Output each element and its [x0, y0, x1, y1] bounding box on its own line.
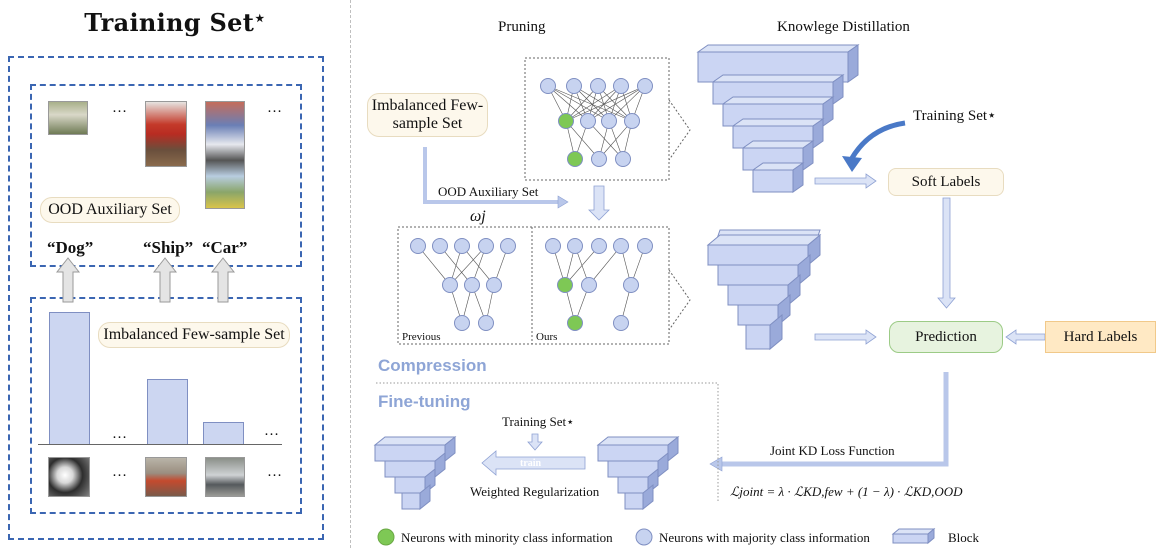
imbalanced-label-right: Imbalanced Few-sample Set — [367, 93, 488, 137]
arrow-hard-to-prediction — [1005, 329, 1046, 345]
panel-divider — [350, 0, 351, 548]
legend-majority-icon — [635, 528, 653, 546]
previous-label: Previous — [402, 331, 441, 343]
joint-kd-label: Joint KD Loss Function — [770, 443, 895, 458]
training-set-title: Training Set⋆ — [0, 8, 350, 37]
omega-label: ωj — [470, 208, 486, 225]
compression-title: Compression — [378, 356, 487, 375]
prediction: Prediction — [889, 321, 1003, 353]
train-label: train — [520, 458, 542, 469]
previous-network-nodes — [410, 238, 516, 331]
pruning-network-box — [524, 57, 670, 181]
teacher-pyramid — [696, 44, 860, 193]
legend-minority-label: Neurons with minority class information — [401, 530, 613, 545]
ood-arrow — [423, 147, 560, 204]
training-set-curve-arrowhead — [842, 156, 862, 172]
bar-baseline — [38, 444, 282, 445]
ood-ellipsis-1: … — [112, 100, 127, 116]
training-set-outer-box — [8, 56, 324, 540]
pruning-callout — [668, 99, 691, 161]
class-label-ship: “Ship” — [143, 238, 194, 257]
ood-thumbnail-2 — [145, 101, 187, 167]
up-arrow-ship — [152, 257, 178, 303]
bar-ellipsis-1: … — [112, 426, 127, 442]
joint-formula: ℒjoint = λ · ℒKD,few + (1 − λ) · ℒKD,OOD — [730, 484, 963, 499]
training-set-curve-arrow — [849, 120, 906, 160]
bar-ellipsis-2: … — [264, 423, 279, 439]
ood-thumbnail-1 — [48, 101, 88, 135]
car-thumbnail — [205, 457, 245, 497]
student-pyramid — [706, 229, 822, 351]
kd-training-set-label: Training Set⋆ — [913, 108, 997, 124]
hard-labels: Hard Labels — [1045, 321, 1156, 353]
imbalanced-label-left: Imbalanced Few-sample Set — [98, 322, 290, 348]
training-set-star: ⋆ — [254, 8, 266, 29]
joint-kd-arrowhead — [709, 456, 723, 472]
up-arrow-dog — [55, 257, 81, 303]
thumb-ellipsis-2: … — [267, 464, 282, 480]
ft-down-arrow — [527, 433, 543, 451]
legend-block-icon — [891, 527, 936, 545]
ood-arrow-label: OOD Auxiliary Set — [438, 184, 539, 199]
compare-network-box — [397, 226, 670, 345]
bar-dog — [49, 312, 90, 445]
finetuning-title: Fine-tuning — [378, 392, 471, 411]
arrow-soft-to-prediction — [937, 197, 956, 309]
ood-thumbnail-3 — [205, 101, 245, 209]
legend-block-label: Block — [948, 530, 980, 545]
finetuning-box — [376, 382, 719, 502]
ours-network-nodes — [545, 238, 653, 331]
arrow-to-prediction — [814, 329, 877, 345]
soft-labels: Soft Labels — [888, 168, 1004, 196]
class-label-car: “Car” — [202, 238, 248, 257]
ood-auxiliary-label: OOD Auxiliary Set — [40, 197, 180, 223]
weighted-reg-label: Weighted Regularization — [470, 484, 600, 499]
up-arrows — [55, 257, 236, 303]
kd-title: Knowlege Distillation — [777, 19, 910, 35]
ship-thumbnail — [145, 457, 187, 497]
legend-majority-label: Neurons with majority class information — [659, 530, 870, 545]
ours-label: Ours — [536, 331, 558, 343]
top-network-nodes — [540, 78, 653, 167]
ft-left-pyramid — [373, 435, 457, 511]
pruning-down-arrow — [588, 185, 610, 221]
thumb-ellipsis-1: … — [112, 464, 127, 480]
ft-training-set-label: Training Set⋆ — [502, 414, 575, 429]
compare-callout — [668, 269, 691, 331]
legend-minority-icon — [377, 528, 395, 546]
arrow-to-soft-labels — [814, 173, 877, 189]
ft-right-pyramid — [596, 435, 680, 511]
ood-arrow-head — [557, 195, 569, 209]
joint-kd-path — [720, 372, 949, 467]
up-arrow-car — [210, 257, 236, 303]
pruning-title: Pruning — [498, 19, 546, 35]
training-set-title-text: Training Set — [84, 8, 255, 37]
dog-thumbnail — [48, 457, 90, 497]
train-arrow — [481, 450, 586, 476]
imbalanced-label-right-text: Imbalanced Few-sample Set — [371, 97, 484, 132]
ood-ellipsis-2: … — [267, 100, 282, 116]
class-label-dog: “Dog” — [47, 238, 94, 257]
